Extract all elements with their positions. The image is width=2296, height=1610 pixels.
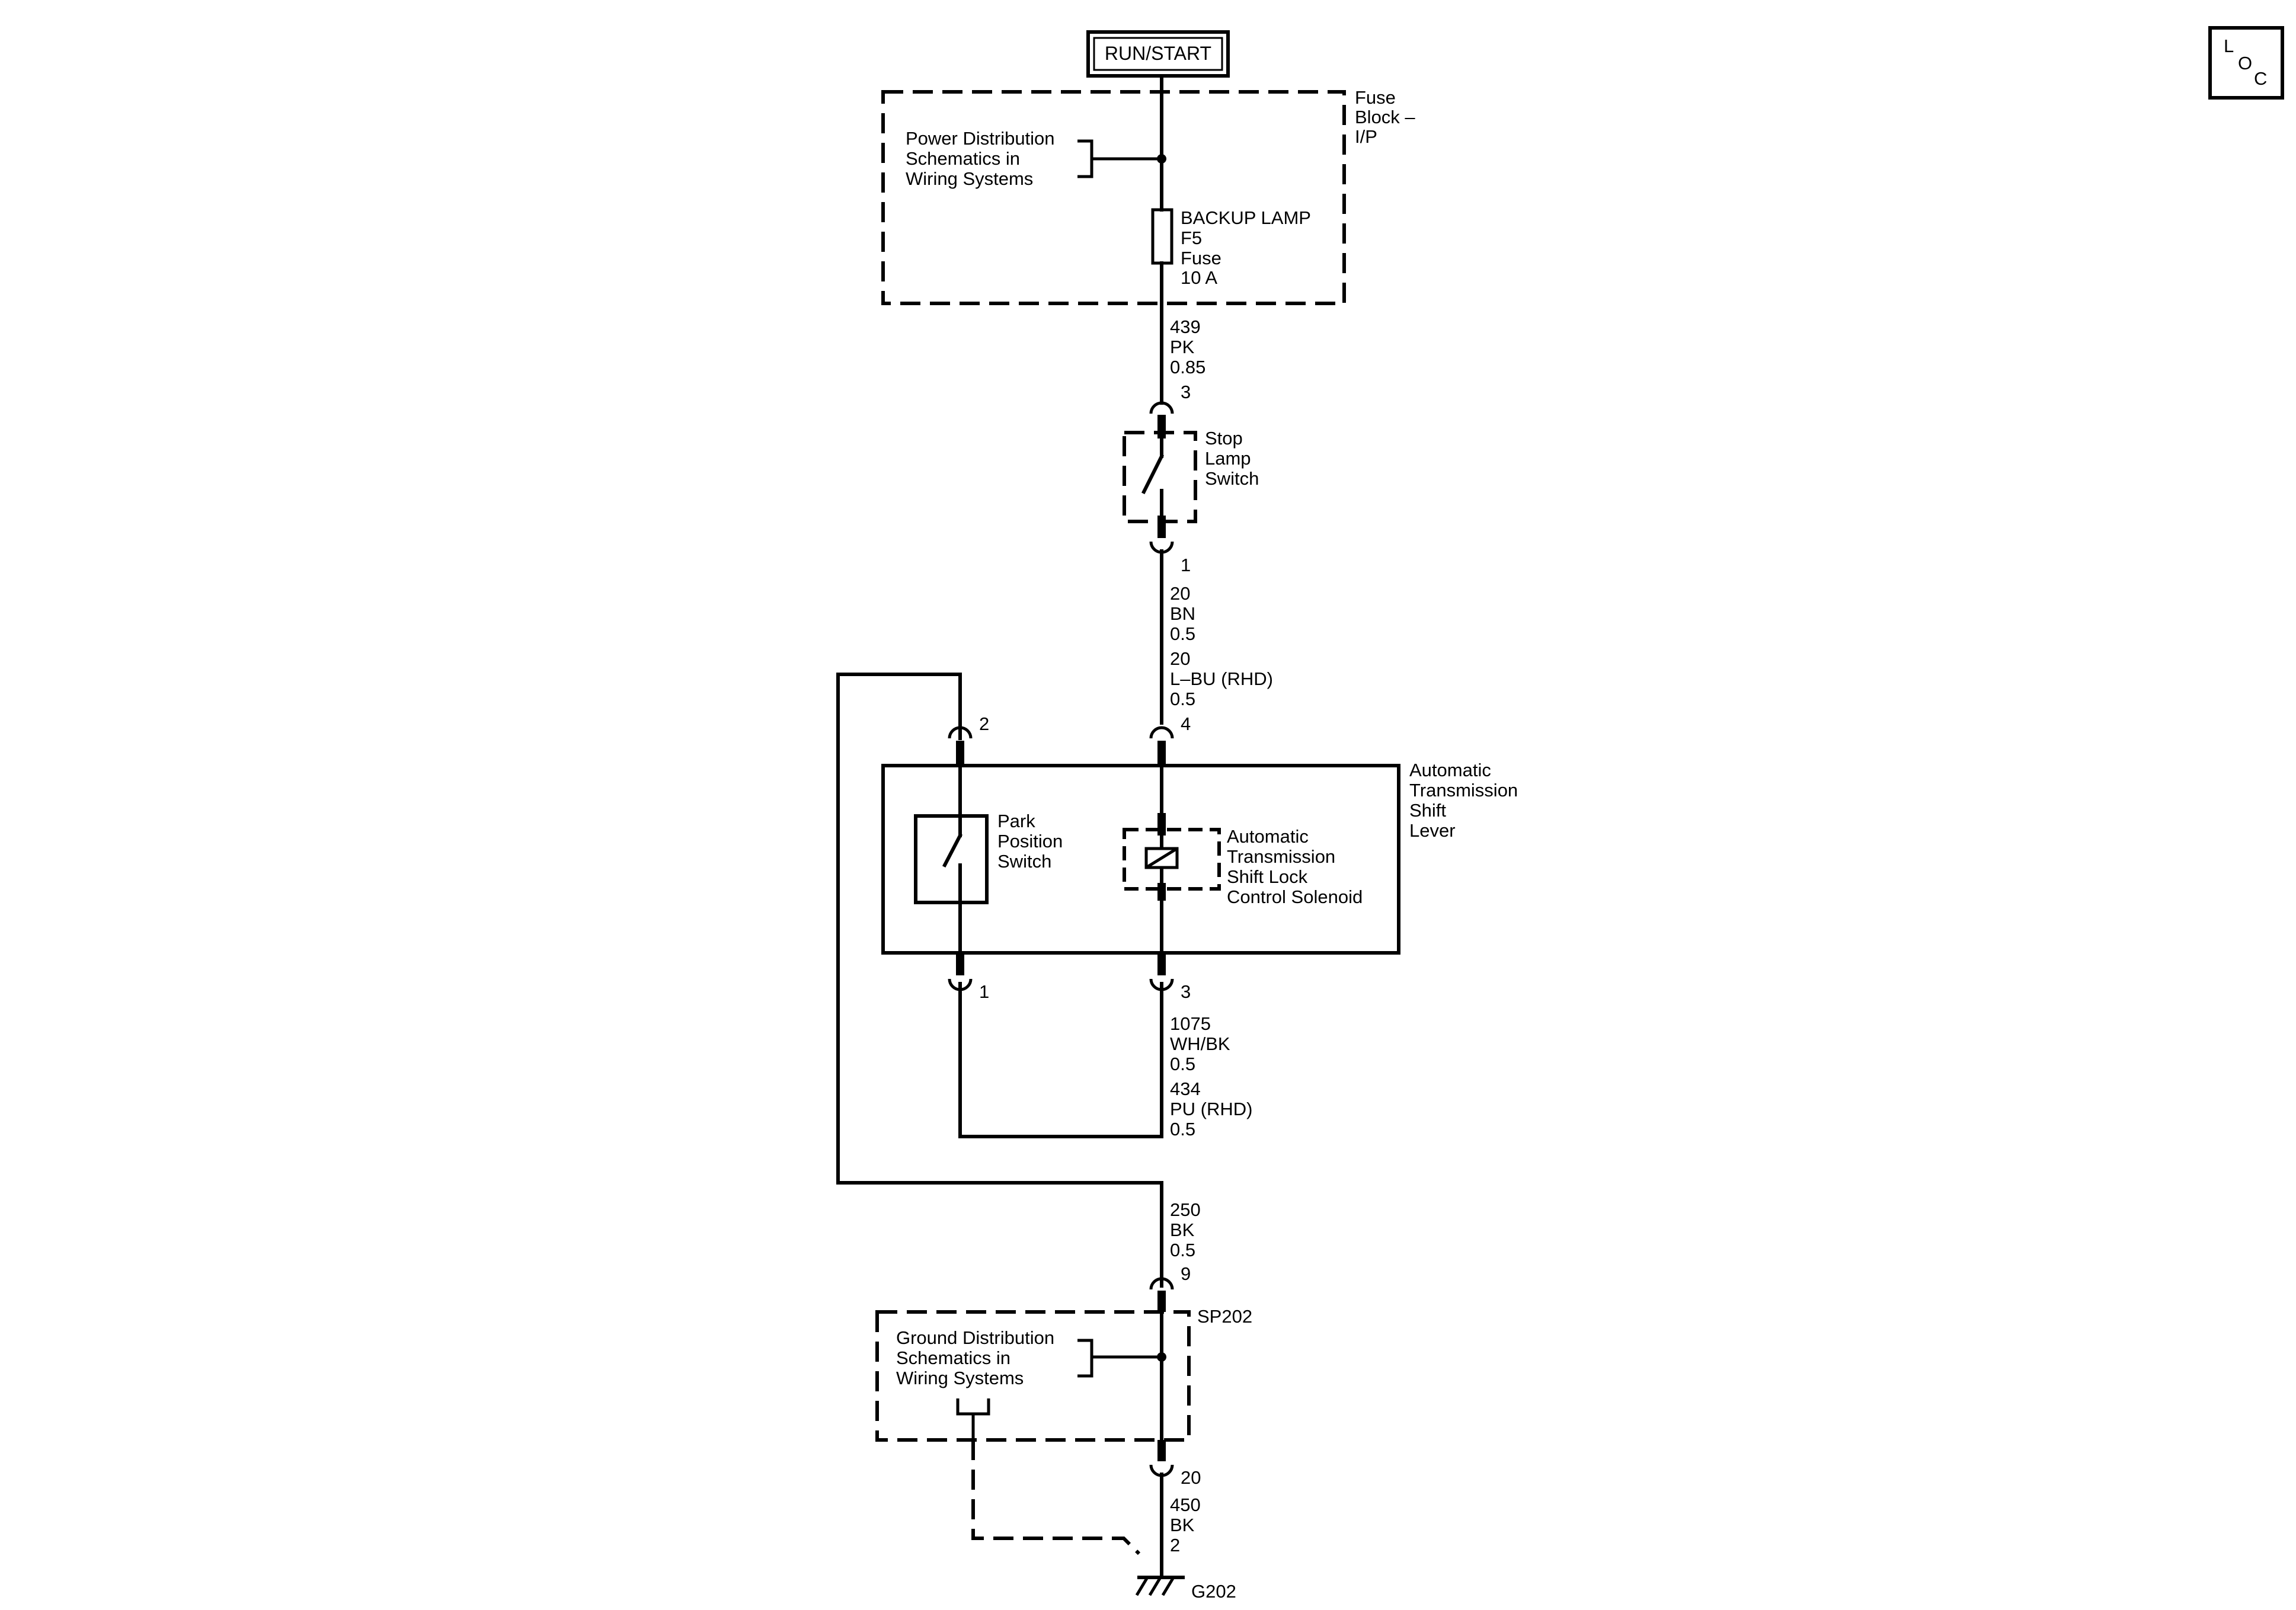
shift-lever-pin-1: 1	[979, 981, 989, 1002]
park-switch-contact	[942, 833, 963, 868]
fuse-symbol	[1151, 208, 1173, 265]
ground-distribution-reference: Ground Distribution Schematics in Wiring…	[896, 1327, 1060, 1388]
stop-lamp-pin-1: 1	[1181, 555, 1191, 575]
stop-lamp-switch-contact	[1141, 453, 1165, 495]
dashed-ground-reference-path	[971, 1440, 1141, 1555]
power-distribution-reference: Power Distribution Schematics in Wiring …	[906, 128, 1060, 189]
fuse-block: Fuse Block – I/P Power Distribution Sche…	[881, 87, 1420, 305]
ground-splice-sp202: 9 SP202 Ground Distribution Schematics i…	[875, 1263, 1252, 1488]
wire-450-label: 450 BK 2	[1170, 1494, 1205, 1555]
wire-250-label: 250 BK 0.5	[1170, 1199, 1205, 1260]
loc-badge: L O C	[2208, 26, 2284, 100]
loc-badge-c: C	[2254, 68, 2267, 89]
shift-lever-pin-3: 3	[1181, 981, 1191, 1002]
shift-lock-solenoid-label: Automatic Transmission Shift Lock Contro…	[1227, 826, 1363, 907]
wire-park-to-solenoid-return	[958, 982, 1163, 1138]
stop-lamp-pin-3: 3	[1181, 382, 1191, 402]
loc-badge-l: L	[2224, 36, 2234, 56]
loc-badge-o: O	[2238, 53, 2252, 73]
sp202-label: SP202	[1197, 1306, 1252, 1327]
shift-lever-pin-2: 2	[979, 713, 989, 734]
shift-lever-pin-4: 4	[1181, 713, 1191, 734]
run-start-label: RUN/START	[1105, 43, 1211, 64]
run-start-source: RUN/START	[1086, 30, 1230, 78]
shift-lever-name: Automatic Transmission Shift Lever	[1409, 760, 1523, 841]
park-position-switch-label: Park Position Switch	[997, 811, 1068, 872]
shift-lever-module: Automatic Transmission Shift Lever 2 4 P…	[881, 713, 1523, 1002]
ground-splice-dot	[1157, 1352, 1166, 1362]
park-position-switch-box	[914, 814, 989, 904]
wire-20-label: 20 BN 0.5 20 L–BU (RHD) 0.5	[1170, 583, 1278, 709]
wire-1075-label: 1075 WH/BK 0.5 434 PU (RHD) 0.5	[1170, 1013, 1258, 1140]
g202-label: G202	[1191, 1581, 1236, 1602]
wire-439-label: 439 PK 0.85	[1170, 316, 1205, 377]
fuse-block-name: Fuse Block – I/P	[1355, 87, 1420, 147]
stop-lamp-switch-name: Stop Lamp Switch	[1205, 428, 1259, 489]
stop-lamp-switch: 3 1 Stop Lamp Switch	[1123, 382, 1259, 575]
backup-lamp-fuse-label: BACKUP LAMP F5 Fuse 10 A	[1181, 207, 1316, 288]
ground-g202: G202	[1135, 1576, 1236, 1602]
wire-park-switch-feed-loop	[836, 673, 1163, 1185]
ground-splice-pin-20: 20	[1181, 1467, 1201, 1488]
ground-splice-pin-9: 9	[1181, 1263, 1191, 1284]
